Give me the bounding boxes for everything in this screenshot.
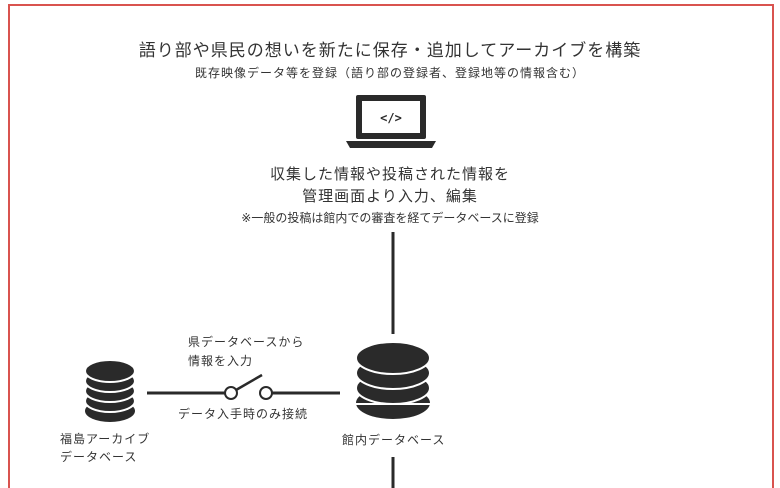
code-glyph: </> bbox=[380, 111, 402, 125]
switch-label: データ入手時のみ接続 bbox=[178, 407, 309, 421]
step-note: ※一般の投稿は館内での審査を経てデータベースに登録 bbox=[241, 211, 539, 225]
fukushima-db-label-2: データベース bbox=[60, 450, 138, 464]
connection-label-2: 情報を入力 bbox=[188, 354, 254, 368]
fukushima-database-icon bbox=[84, 359, 136, 422]
diagram-title: 語り部や県民の想いを新たに保存・追加してアーカイブを構築 bbox=[138, 41, 642, 61]
connection-label-1: 県データベースから bbox=[188, 335, 305, 349]
laptop-icon: </> bbox=[346, 95, 436, 148]
diagram-frame bbox=[8, 4, 774, 488]
hall-db-label: 館内データベース bbox=[342, 433, 446, 447]
hall-database-icon bbox=[355, 341, 431, 419]
step-line-1: 収集した情報や投稿された情報を bbox=[269, 165, 510, 183]
fukushima-db-label-1: 福島アーカイブ bbox=[60, 432, 151, 446]
diagram-subtitle: 既存映像データ等を登録（語り部の登録者、登録地等の情報含む） bbox=[194, 66, 585, 80]
switch-connection bbox=[147, 373, 340, 400]
step-line-2: 管理画面より入力、編集 bbox=[302, 187, 478, 205]
